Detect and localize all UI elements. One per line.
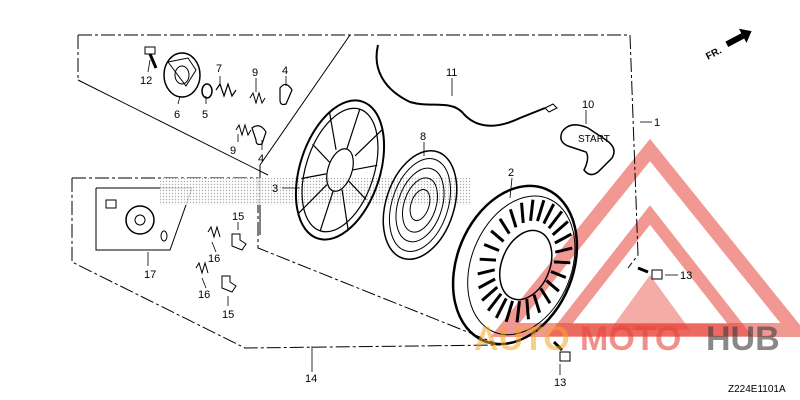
ratchet-assembly-17 [105, 199, 168, 242]
callout-3: 3 [272, 183, 278, 195]
callout-1: 1 [654, 117, 660, 129]
case-vent-slot [483, 243, 500, 252]
callout-15a: 15 [232, 211, 244, 223]
spring-16-lower [195, 261, 209, 275]
case-vent-slot [477, 268, 496, 276]
case-vent-slot [536, 199, 546, 222]
arrow-icon [725, 28, 752, 47]
case-vent-slot [547, 210, 564, 230]
callout-13b: 13 [554, 377, 566, 389]
bolt-13-bottom [552, 340, 571, 362]
starter-cord [375, 44, 546, 127]
callout-5: 5 [202, 109, 208, 121]
case-vent-slot [498, 218, 511, 235]
case-vent-slot [494, 297, 508, 319]
case-vent-slot [554, 246, 573, 254]
bolt-13-right [637, 266, 663, 280]
watermark-text: AUTO MOTO HUB [474, 320, 780, 358]
spring-7 [215, 82, 237, 98]
spring-9-lower [235, 123, 252, 137]
case-vent-slot [479, 257, 497, 262]
ratchet-plate [163, 52, 201, 98]
case-vent-slot [508, 208, 518, 228]
case-vent-slot [551, 220, 569, 237]
callout-16b: 16 [198, 289, 210, 301]
case-vent-slot [515, 300, 521, 323]
callout-7: 7 [216, 63, 222, 75]
callout-9a: 9 [252, 67, 258, 79]
case-vent-slot [542, 203, 556, 225]
callout-10: 10 [582, 99, 594, 111]
case-vent-slot [553, 260, 571, 265]
callouts: 1 2 3 4 4 5 6 7 8 9 9 10 11 12 13 13 14 … [140, 63, 692, 389]
pawl-4-upper [279, 83, 293, 106]
starter-case [451, 184, 579, 346]
washer-5 [201, 83, 213, 99]
case-vent-slot [477, 277, 496, 290]
case-vent-slot [539, 287, 552, 304]
case-vent-slot [550, 270, 567, 279]
leader-lines [147, 59, 678, 375]
callout-12: 12 [140, 75, 152, 87]
pawl-15-upper [231, 233, 247, 251]
case-vent-slot [525, 298, 530, 320]
recoil-spring [382, 149, 458, 261]
callout-4a: 4 [282, 65, 288, 77]
handle-start-label: START [578, 134, 610, 145]
case-vent-slot [481, 285, 499, 302]
callout-14: 14 [305, 373, 317, 385]
starter-pulley [294, 99, 386, 241]
callout-2: 2 [508, 167, 514, 179]
starter-handle: START [560, 124, 615, 176]
callout-15b: 15 [222, 309, 234, 321]
drawing-code: Z224E1101A [728, 384, 786, 395]
case-vent-slot [520, 202, 525, 224]
callout-4b: 4 [258, 153, 264, 165]
callout-16a: 16 [208, 253, 220, 265]
callout-9b: 9 [230, 145, 236, 157]
bolt-12 [144, 46, 158, 69]
front-direction-indicator: FR. [704, 28, 752, 63]
watermark-auto: AUTO [474, 320, 570, 358]
ghost-band [160, 178, 470, 205]
spring-16-upper [207, 225, 221, 239]
case-vent-slot [490, 229, 505, 243]
front-direction-label: FR. [704, 45, 724, 62]
group-frame-1 [78, 34, 639, 269]
callout-6: 6 [174, 109, 180, 121]
pawl-4-lower [251, 125, 267, 146]
case-vent-slot [532, 294, 542, 314]
watermark-moto: MOTO [580, 320, 681, 358]
case-vent-slot [545, 279, 560, 293]
spring-9-upper [249, 91, 266, 105]
callout-8: 8 [420, 131, 426, 143]
case-vent-slot [529, 199, 535, 222]
case-vent-slot [486, 292, 503, 312]
watermark-hub: HUB [706, 320, 780, 358]
case-vent-slot [504, 300, 514, 323]
callout-13a: 13 [680, 270, 692, 282]
pawl-15-lower [221, 275, 237, 293]
callout-11: 11 [446, 67, 457, 79]
case-vent-slot [554, 232, 573, 245]
callout-17: 17 [144, 269, 156, 281]
